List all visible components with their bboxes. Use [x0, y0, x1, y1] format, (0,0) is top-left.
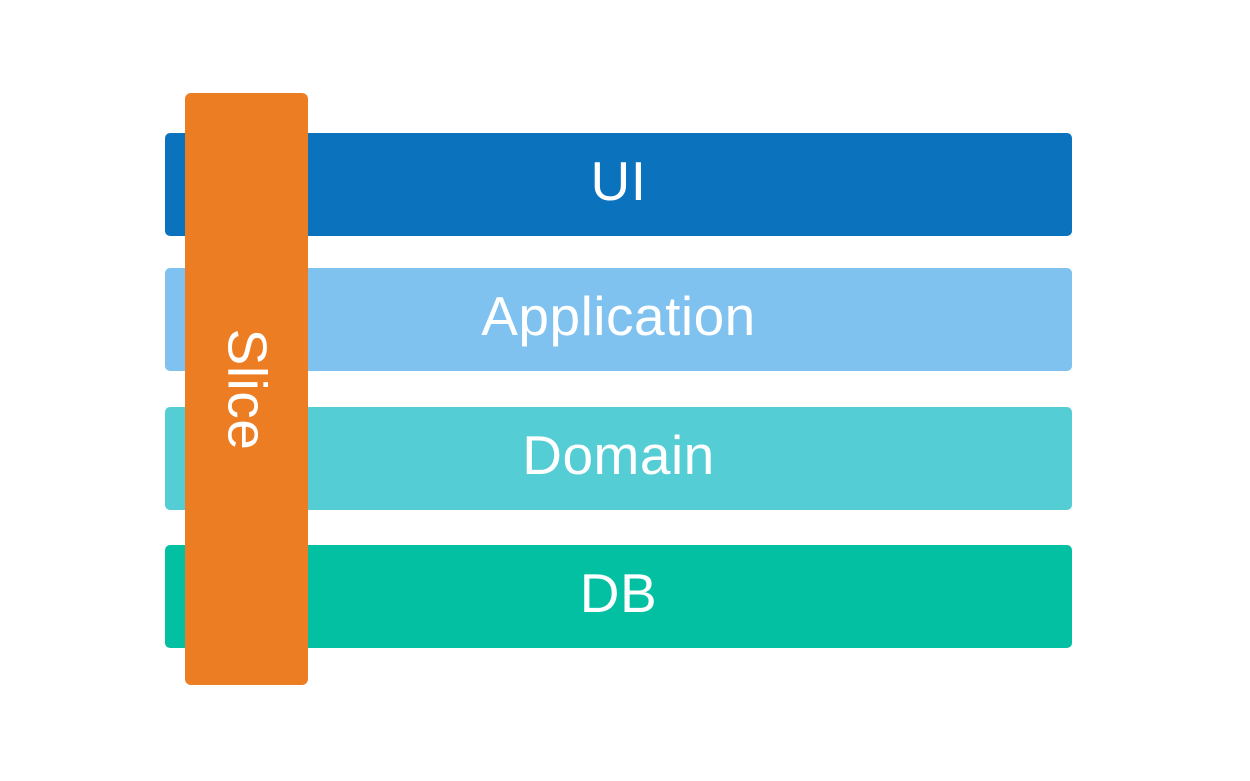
slice-label: Slice	[216, 328, 278, 450]
layer-label-application: Application	[481, 285, 756, 347]
layer-bar-application: Application	[165, 268, 1072, 371]
layer-bar-domain: Domain	[165, 407, 1072, 510]
layer-label-ui: UI	[590, 150, 647, 212]
layer-label-domain: Domain	[522, 424, 715, 486]
layer-bar-ui: UI	[165, 133, 1072, 236]
layer-bar-db: DB	[165, 545, 1072, 648]
slice-bar: Slice	[185, 93, 308, 685]
layer-label-db: DB	[579, 562, 658, 624]
